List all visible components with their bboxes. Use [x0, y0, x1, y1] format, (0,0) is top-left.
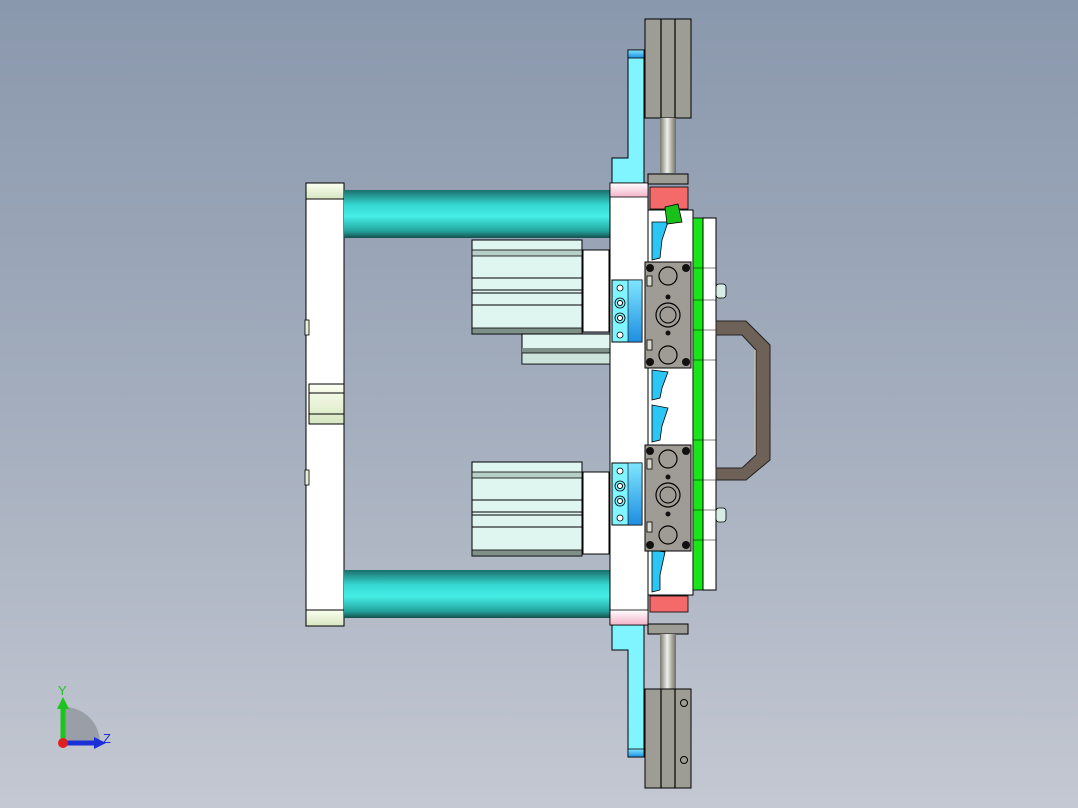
cylinder-upper[interactable] [471, 239, 611, 365]
green-strip[interactable] [692, 217, 704, 591]
cylinder-lower[interactable] [471, 461, 610, 557]
coordinate-triad: Y Z [50, 683, 120, 755]
valve-block-upper[interactable] [611, 279, 643, 343]
guide-rod-bottom[interactable] [344, 570, 610, 618]
l-bracket-top[interactable] [611, 49, 645, 184]
bolt-bottom [715, 507, 727, 523]
triad-icon [57, 697, 106, 749]
clamp-block-lower[interactable] [644, 444, 692, 552]
back-frame-plate[interactable] [304, 182, 345, 627]
mounting-plate[interactable] [609, 182, 649, 626]
red-block-bottom[interactable] [649, 595, 689, 613]
front-plate[interactable] [693, 217, 717, 591]
clamp-block-upper[interactable] [644, 261, 692, 369]
triad-z-label: Z [103, 731, 111, 746]
guide-rod-top[interactable] [344, 190, 610, 238]
l-bracket-bottom[interactable] [611, 624, 645, 758]
slide-cylinder-top[interactable] [644, 18, 692, 185]
handle[interactable] [715, 320, 771, 481]
triad-y-label: Y [58, 683, 67, 698]
bolt-top [715, 283, 727, 299]
valve-block-lower[interactable] [611, 462, 643, 526]
slide-cylinder-bottom[interactable] [644, 623, 692, 789]
